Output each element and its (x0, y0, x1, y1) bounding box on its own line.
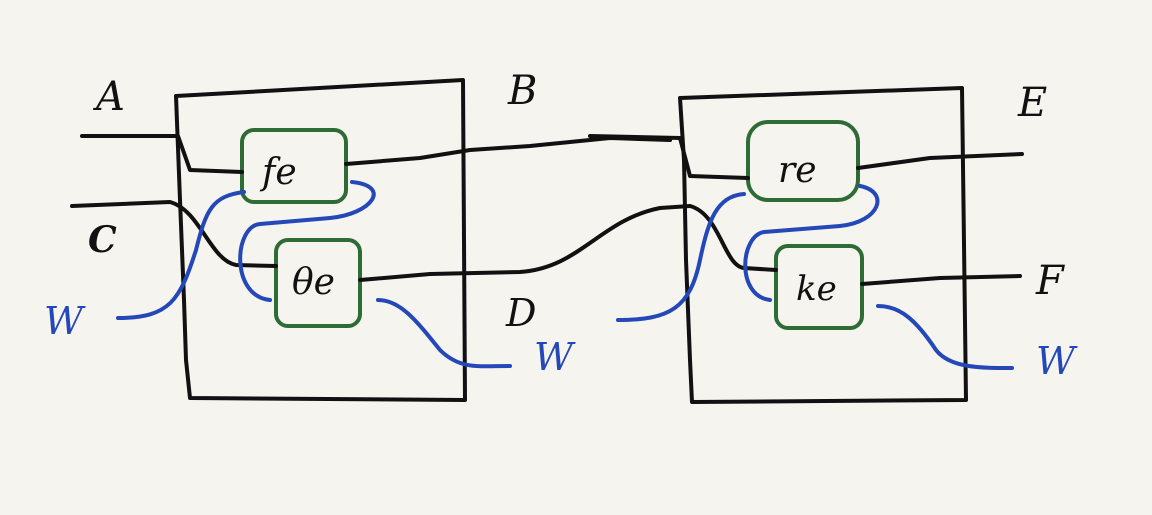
left-top-inner-box (240, 128, 348, 204)
wire-C (70, 200, 278, 268)
wire-B-in (588, 134, 750, 180)
label-thetae: θe (292, 262, 335, 303)
wire-W-left (116, 190, 246, 320)
wire-D-in (688, 204, 778, 272)
wire-A (80, 134, 244, 174)
right-outer-box (678, 86, 968, 404)
left-bottom-inner-box (274, 238, 362, 328)
label-C: C (88, 219, 117, 261)
label-A: A (92, 74, 125, 120)
label-ke: ke (796, 269, 837, 309)
wire-left-loop (238, 180, 376, 302)
label-E: E (1017, 80, 1047, 126)
label-B: B (507, 68, 537, 114)
label-re: re (778, 150, 817, 191)
wire-W-mid (616, 192, 746, 322)
label-W-mid: W (534, 335, 576, 379)
wire-E (856, 152, 1024, 170)
label-W-right: W (1036, 339, 1078, 383)
wire-right-loop (743, 184, 880, 302)
wire-thetae-out (358, 204, 692, 282)
right-bottom-inner-box (774, 244, 864, 330)
right-top-inner-box (746, 120, 860, 202)
wire-F (860, 274, 1022, 286)
wire-ke-to-W (876, 304, 1014, 370)
left-outer-box (174, 78, 467, 402)
label-fe: fe (259, 152, 297, 193)
label-F: F (1035, 258, 1065, 304)
label-D: D (505, 291, 536, 335)
wire-fe-out (344, 136, 672, 166)
wire-thetae-to-W (376, 298, 512, 369)
label-W-left: W (44, 299, 86, 343)
